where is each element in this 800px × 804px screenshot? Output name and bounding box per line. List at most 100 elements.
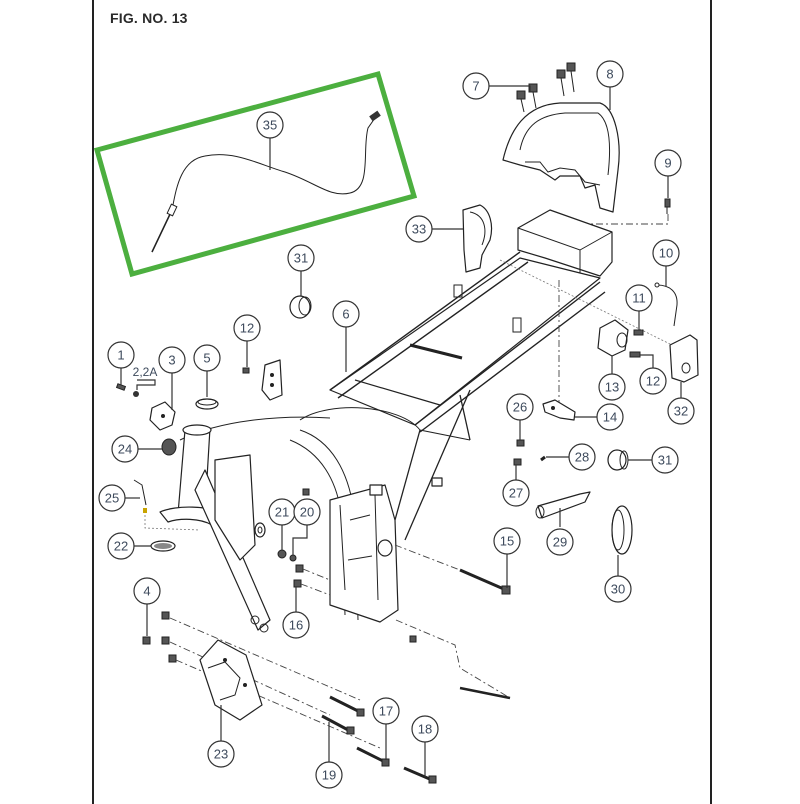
- callout-13[interactable]: 13: [598, 373, 626, 401]
- callout-26[interactable]: 26: [506, 393, 534, 421]
- callout-19[interactable]: 19: [315, 761, 343, 789]
- part-17-bolt[interactable]: [356, 746, 390, 767]
- callout-14[interactable]: 14: [596, 403, 624, 431]
- callout-30[interactable]: 30: [604, 575, 632, 603]
- part-23-footrest-bracket[interactable]: [199, 639, 263, 721]
- callout-32[interactable]: 32: [667, 397, 695, 425]
- part-29-fitting[interactable]: [535, 491, 591, 519]
- svg-text:35: 35: [263, 118, 277, 133]
- callout-2-2a[interactable]: 2,2A: [133, 365, 158, 379]
- part-nut-pivot: [302, 488, 310, 496]
- part-10-hose[interactable]: [654, 282, 678, 327]
- part-13-lock[interactable]: [597, 319, 629, 357]
- callout-18[interactable]: 18: [411, 715, 439, 743]
- callout-4[interactable]: 4: [133, 577, 161, 605]
- part-3-clamp[interactable]: [149, 401, 176, 431]
- callout-21[interactable]: 21: [268, 498, 296, 526]
- part-long-bolt-upper: [329, 695, 365, 717]
- part-27-bolt[interactable]: [513, 458, 522, 466]
- callout-33[interactable]: 33: [405, 215, 433, 243]
- callout-1[interactable]: 1: [107, 341, 135, 369]
- part-6-main-frame[interactable]: [159, 209, 613, 633]
- svg-text:10: 10: [659, 246, 673, 261]
- callout-11[interactable]: 11: [625, 284, 653, 312]
- highlight-box: [93, 70, 418, 278]
- svg-text:19: 19: [322, 768, 336, 783]
- part-7-bolts[interactable]: [516, 62, 576, 113]
- svg-text:23: 23: [214, 747, 228, 762]
- part-11-bolt[interactable]: [633, 329, 644, 336]
- part-28-pin[interactable]: [540, 455, 546, 462]
- part-31-grommet-upper[interactable]: [289, 295, 312, 319]
- part-30-ring[interactable]: [611, 505, 633, 555]
- svg-text:21: 21: [275, 505, 289, 520]
- part-4-nuts[interactable]: [142, 611, 177, 663]
- callout-25[interactable]: 25: [98, 484, 126, 512]
- callout-12-lower[interactable]: 12: [639, 367, 667, 395]
- part-19-bolt[interactable]: [321, 714, 355, 735]
- svg-text:9: 9: [664, 156, 671, 171]
- svg-text:4: 4: [143, 584, 150, 599]
- callout-15[interactable]: 15: [493, 527, 521, 555]
- callout-27[interactable]: 27: [502, 479, 530, 507]
- figure-number: FIG. NO. 13: [110, 10, 188, 26]
- svg-text:26: 26: [513, 400, 527, 415]
- part-24-nut[interactable]: [161, 438, 177, 456]
- part-25-stay[interactable]: [133, 479, 147, 513]
- callout-35[interactable]: 35: [256, 111, 284, 139]
- part-14-switch[interactable]: [542, 399, 576, 421]
- part-1-bolt[interactable]: [115, 383, 127, 391]
- callout-9[interactable]: 9: [654, 149, 682, 177]
- part-33-side-cover[interactable]: [462, 204, 493, 273]
- callout-16[interactable]: 16: [282, 611, 310, 639]
- callout-23[interactable]: 23: [207, 740, 235, 768]
- callout-7[interactable]: 7: [462, 72, 490, 100]
- callout-3[interactable]: 3: [158, 346, 186, 374]
- callout-20[interactable]: 20: [293, 498, 321, 526]
- part-18-bolt[interactable]: [403, 766, 437, 784]
- part-16-bolts[interactable]: [293, 564, 331, 596]
- part-2-2a-washer[interactable]: [133, 391, 139, 397]
- part-22-seal[interactable]: [150, 540, 176, 552]
- svg-text:24: 24: [118, 442, 132, 457]
- svg-text:25: 25: [105, 491, 119, 506]
- svg-text:20: 20: [300, 505, 314, 520]
- part-12-bolt-lower[interactable]: [629, 351, 641, 358]
- svg-text:32: 32: [674, 404, 688, 419]
- part-5-bearing[interactable]: [195, 398, 219, 410]
- svg-text:30: 30: [611, 582, 625, 597]
- part-32-bracket[interactable]: [669, 334, 699, 383]
- callout-17[interactable]: 17: [372, 697, 400, 725]
- part-26-bolt[interactable]: [516, 439, 525, 447]
- svg-text:33: 33: [412, 222, 426, 237]
- callout-10[interactable]: 10: [652, 239, 680, 267]
- part-20-washer[interactable]: [289, 554, 297, 562]
- svg-text:13: 13: [605, 380, 619, 395]
- svg-text:12: 12: [646, 374, 660, 389]
- svg-text:27: 27: [509, 486, 523, 501]
- callout-24[interactable]: 24: [111, 435, 139, 463]
- callout-12-upper[interactable]: 12: [233, 314, 261, 342]
- svg-text:29: 29: [553, 535, 567, 550]
- svg-text:17: 17: [379, 704, 393, 719]
- callout-31-right[interactable]: 31: [651, 446, 679, 474]
- svg-text:14: 14: [603, 410, 617, 425]
- part-31-grommet-right[interactable]: [607, 449, 629, 471]
- callout-28[interactable]: 28: [568, 443, 596, 471]
- svg-text:18: 18: [418, 722, 432, 737]
- callout-8[interactable]: 8: [596, 60, 624, 88]
- part-9-screw[interactable]: [664, 198, 671, 214]
- callout-6[interactable]: 6: [332, 300, 360, 328]
- part-35-cable[interactable]: [151, 110, 381, 253]
- svg-text:1: 1: [117, 348, 124, 363]
- part-8-grab-rail[interactable]: [502, 102, 620, 213]
- svg-text:11: 11: [632, 291, 646, 306]
- callout-5[interactable]: 5: [193, 344, 221, 372]
- part-21-nut[interactable]: [277, 549, 287, 559]
- callout-22[interactable]: 22: [107, 532, 135, 560]
- callout-29[interactable]: 29: [546, 528, 574, 556]
- part-15-bolt[interactable]: [459, 568, 511, 595]
- callout-31-upper[interactable]: 31: [287, 244, 315, 272]
- part-12-bracket-upper[interactable]: [242, 359, 283, 401]
